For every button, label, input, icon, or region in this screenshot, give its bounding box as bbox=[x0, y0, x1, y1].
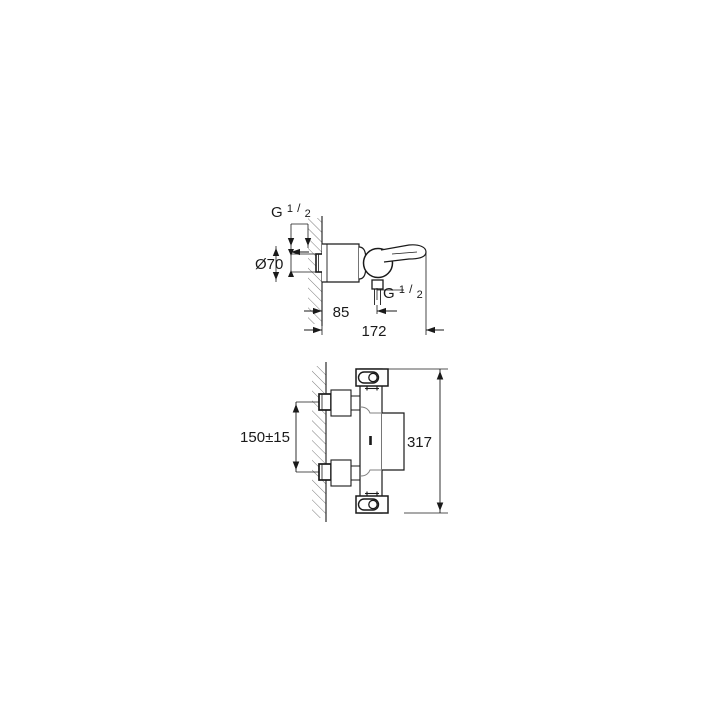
spout-block-elevation bbox=[382, 412, 405, 471]
label-85: 85 bbox=[333, 304, 350, 321]
volume-handle-cap-bottom bbox=[355, 491, 389, 514]
wall-hatch-elevation bbox=[312, 362, 327, 522]
label-diameter-70: Ø70 bbox=[255, 256, 283, 273]
temperature-handle-cap-top bbox=[355, 368, 389, 391]
label-g-half-top: G 1 / 2 bbox=[271, 199, 311, 221]
dimension-g-half-outlet: G 1 / 2 bbox=[376, 280, 423, 302]
mixer-body-plan bbox=[322, 243, 360, 283]
elevation-view-group: 150±15 317 bbox=[240, 362, 448, 522]
housing-shoulder-upper bbox=[360, 406, 382, 414]
dimension-150: 150±15 bbox=[240, 401, 319, 473]
label-g-half-outlet: G 1 / 2 bbox=[383, 280, 423, 302]
inlet-connector-upper bbox=[330, 389, 361, 417]
dimension-317: 317 bbox=[388, 368, 448, 514]
inlet-union-nut-upper bbox=[318, 393, 332, 411]
spout-arm-plan bbox=[380, 244, 427, 263]
inlet-union-nut-lower bbox=[318, 463, 332, 481]
dimension-172: 172 bbox=[304, 252, 444, 340]
housing-shoulder-lower bbox=[360, 469, 382, 477]
outlet-mark-elevation bbox=[369, 436, 372, 445]
plan-view-group: G 1 / 2 Ø70 bbox=[255, 199, 444, 340]
label-172: 172 bbox=[361, 323, 386, 340]
inlet-connector-lower bbox=[330, 459, 361, 487]
label-317: 317 bbox=[407, 434, 432, 451]
dimension-g-half-top: G 1 / 2 bbox=[271, 199, 312, 256]
dimension-85: 85 bbox=[304, 304, 397, 326]
outlet-stub-plan bbox=[371, 279, 384, 305]
label-150: 150±15 bbox=[240, 429, 290, 446]
dimension-diameter-70: Ø70 bbox=[255, 246, 316, 282]
